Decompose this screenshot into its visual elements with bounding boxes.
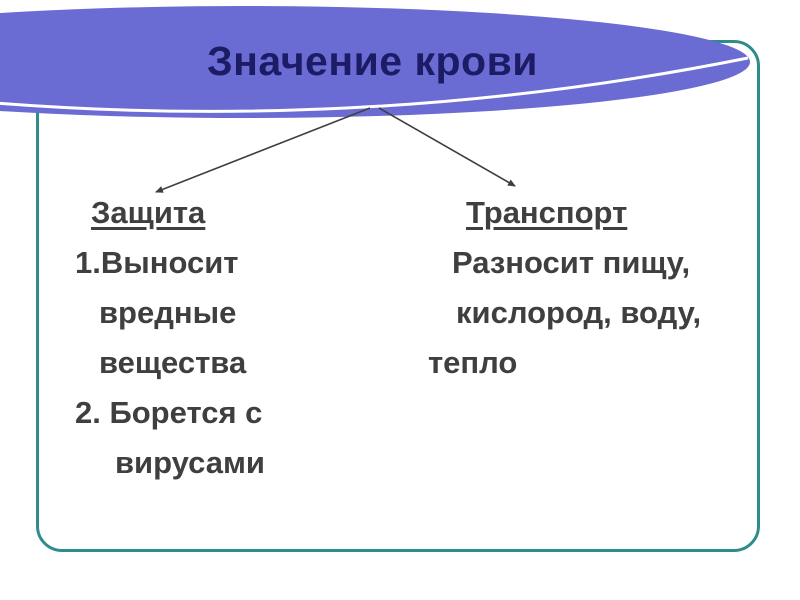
slide-title: Значение крови bbox=[206, 38, 539, 84]
list-line: вредные bbox=[99, 295, 237, 330]
protection-column: Защита 1.Выносит вредные вещества 2. Бор… bbox=[75, 188, 265, 488]
transport-header: Транспорт bbox=[466, 195, 628, 230]
list-line: тепло bbox=[428, 345, 518, 380]
list-line: 1.Выносит bbox=[75, 245, 239, 280]
transport-column: Транспорт Разносит пищу, кислород, воду,… bbox=[428, 188, 701, 388]
protection-header: Защита bbox=[91, 195, 206, 230]
list-line: вирусами bbox=[115, 445, 265, 480]
list-line: кислород, воду, bbox=[456, 295, 702, 330]
list-line: Разносит пищу, bbox=[452, 245, 691, 280]
list-line: 2. Борется с bbox=[75, 395, 263, 430]
list-line: вещества bbox=[99, 345, 247, 380]
